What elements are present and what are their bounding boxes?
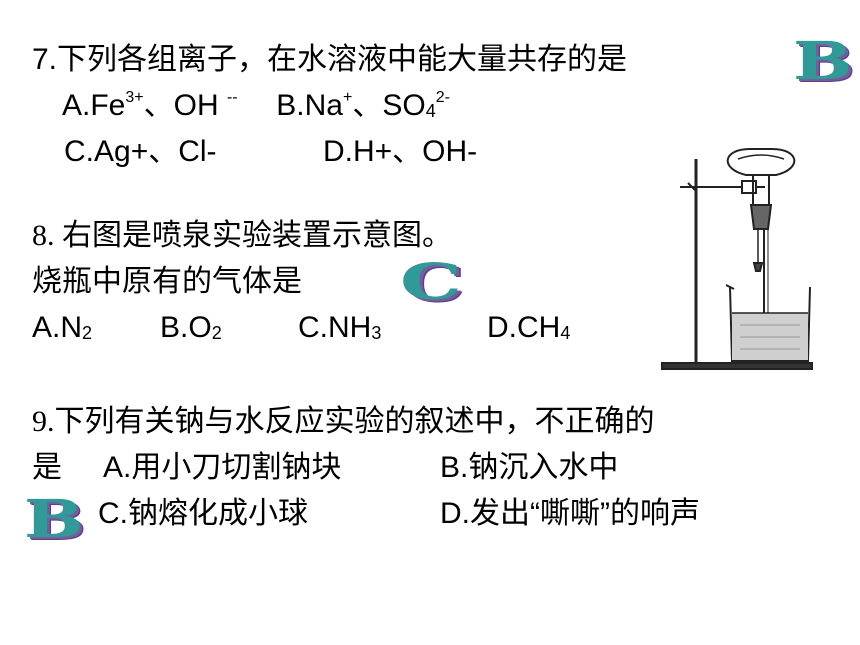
q8-option-b-line: B.O2 — [160, 310, 222, 346]
q7-option-d-line: D.H+、OH- — [323, 134, 477, 170]
q9-option-c: C.钠熔化成小球 — [98, 497, 308, 530]
q8-option-c-line: C.NH3 — [298, 310, 381, 346]
q8-option-d: D.CH4 — [487, 311, 571, 344]
q8-stem-line1: 8. 右图是喷泉实验装置示意图。 — [32, 219, 452, 252]
q8-stem-line2: 烧瓶中原有的气体是 — [32, 265, 302, 298]
q9-option-b: B.钠沉入水中 — [440, 451, 619, 484]
q9-option-a: A.用小刀切割钠块 — [103, 451, 342, 484]
q8-option-c: C.NH3 — [298, 311, 382, 344]
q9-stem-line2: 是 — [32, 451, 62, 484]
q8-answer-wordart: C — [400, 252, 462, 311]
q7-option-b: B.Na+、SO42- — [276, 89, 450, 122]
q8-option-b: B.O2 — [160, 311, 222, 344]
q9-option-c-line: C.钠熔化成小球 — [98, 496, 308, 532]
q7-option-c: C.Ag+、Cl- — [64, 135, 217, 168]
q7-answer-wordart: B — [793, 31, 853, 92]
q8-options: A.N2 — [32, 310, 92, 346]
q9-option-a-line: A.用小刀切割钠块 — [103, 450, 341, 486]
q7-option-a: A.Fe3+、OH -- — [62, 89, 238, 122]
q7-option-d: D.H+、OH- — [323, 135, 478, 168]
q9-option-d-line: D.发出“嘶嘶”的响声 — [440, 496, 700, 532]
q8-option-a: A.N2 — [32, 311, 93, 344]
fountain-apparatus-drawing — [661, 148, 813, 370]
q8-option-d-line: D.CH4 — [487, 310, 570, 346]
q7-options-ab: A.Fe3+、OH -- B.Na+、SO42- — [62, 88, 450, 124]
q9-option-b-line: B.钠沉入水中 — [440, 450, 618, 486]
q7-stem: 7.下列各组离子，在水溶液中能大量共存的是 — [32, 43, 628, 76]
q9-option-d: D.发出“嘶嘶”的响声 — [440, 497, 700, 530]
q7-options-cd: C.Ag+、Cl- — [64, 134, 217, 170]
q9-stem-line1: 9.下列有关钠与水反应实验的叙述中，不正确的 — [32, 405, 655, 438]
q9-answer-wordart: B — [24, 489, 84, 550]
